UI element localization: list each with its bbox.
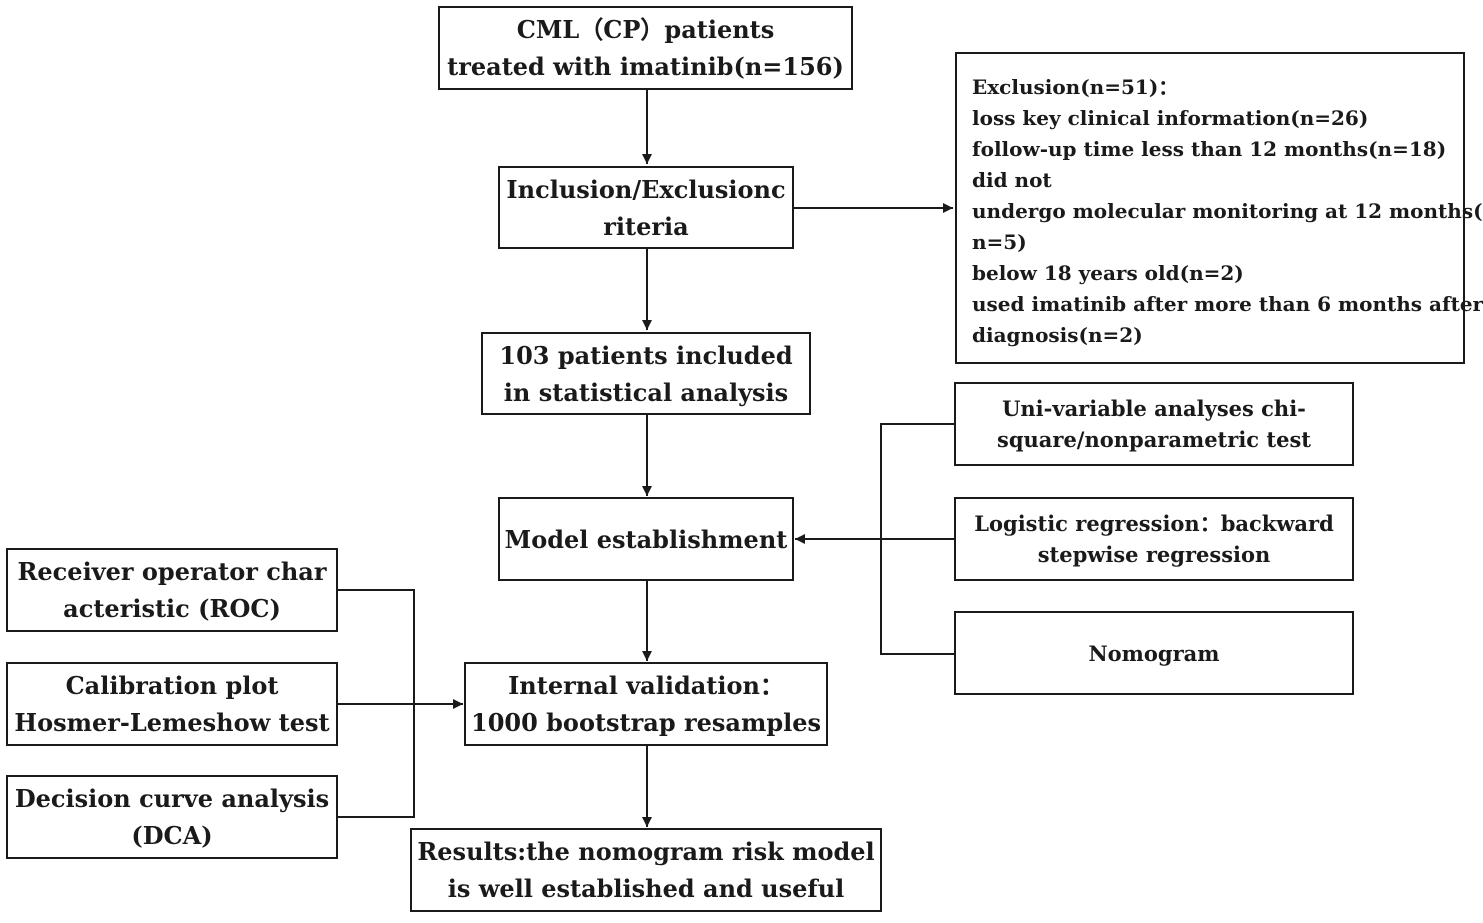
node-text-line: 1000 bootstrap resamples [471,708,822,737]
node-text-line: (DCA) [131,821,213,850]
node-internal-validation: Internal validation： 1000 bootstrap resa… [464,662,828,746]
node-text-line: Inclusion/Exclusionc [506,174,786,204]
node-model-establishment: Model establishment [498,497,794,581]
node-roc: Receiver operator char acteristic (ROC) [6,548,338,632]
exclusion-line: below 18 years old(n=2) [972,261,1244,285]
node-patients-included: 103 patients included in statistical ana… [481,332,811,415]
exclusion-line: used imatinib after more than 6 months a… [972,292,1483,316]
exclusion-line: undergo molecular monitoring at 12 month… [972,199,1483,223]
node-text-line: Calibration plot [65,671,279,700]
node-text-line: riteria [603,211,689,241]
node-logistic-regression: Logistic regression：backward stepwise re… [954,497,1354,581]
node-text-line: in statistical analysis [503,377,789,407]
node-text-line: acteristic (ROC) [63,594,281,623]
node-nomogram: Nomogram [954,611,1354,695]
node-univariable-analysis: Uni-variable analyses chi- square/nonpar… [954,382,1354,466]
node-cml-patients: CML（CP）patients treated with imatinib(n=… [438,6,853,90]
node-text-line: CML（CP）patients [516,15,775,44]
node-decision-curve: Decision curve analysis (DCA) [6,775,338,859]
node-text-line: Internal validation： [508,671,784,700]
exclusion-line: n=5) [972,230,1027,254]
node-text-line: stepwise regression [1037,542,1271,567]
exclusion-line: diagnosis(n=2) [972,323,1143,347]
node-calibration-plot: Calibration plot Hosmer-Lemeshow test [6,662,338,746]
node-exclusion: Exclusion(n=51)： loss key clinical infor… [955,52,1483,364]
node-text-line: 103 patients included [499,340,793,370]
exclusion-line: did not [972,168,1052,192]
node-results: Results:the nomogram risk model is well … [410,828,882,912]
exclusion-line: loss key clinical information(n=26) [972,106,1369,130]
node-text-line: is well established and useful [447,874,845,903]
exclusion-line: follow-up time less than 12 months(n=18) [972,137,1447,161]
node-text-line: Logistic regression：backward [974,511,1334,536]
exclusion-line: Exclusion(n=51)： [972,75,1179,99]
node-text-line: Decision curve analysis [14,784,330,813]
node-text-line: Hosmer-Lemeshow test [14,708,330,737]
node-text-line: Model establishment [504,524,788,554]
node-text-line: Nomogram [1088,640,1220,666]
node-text-line: treated with imatinib(n=156) [447,52,844,81]
node-text-line: Results:the nomogram risk model [417,837,875,866]
node-text-line: Receiver operator char [17,557,327,586]
node-text-line: square/nonparametric test [997,427,1311,452]
node-text-line: Uni-variable analyses chi- [1002,396,1306,421]
node-inclusion-criteria: Inclusion/Exclusionc riteria [498,166,794,249]
